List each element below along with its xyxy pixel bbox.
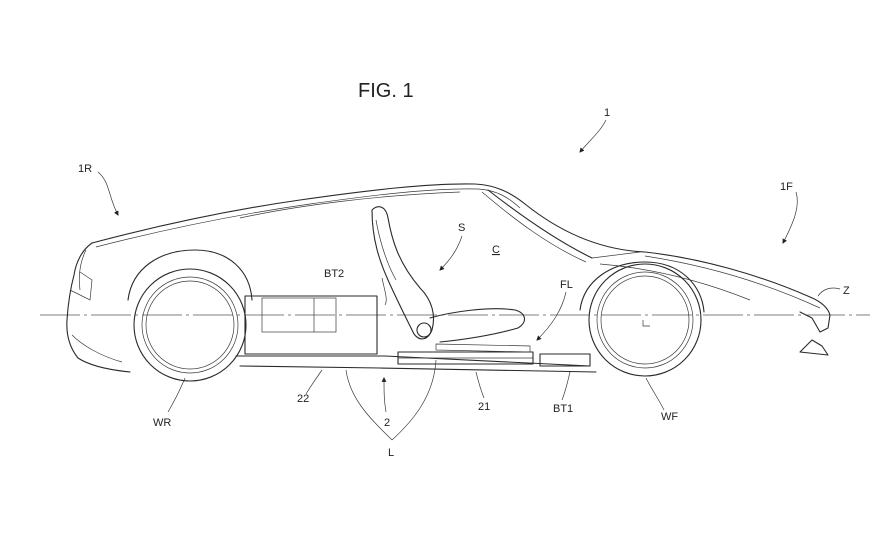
label-cabin: C bbox=[492, 244, 500, 256]
label-front-battery: BT1 bbox=[553, 403, 573, 415]
label-longitudinal: L bbox=[388, 447, 394, 459]
seat bbox=[371, 206, 531, 353]
label-axis: Z bbox=[843, 285, 850, 297]
label-seat: S bbox=[458, 222, 465, 234]
label-vehicle: 1 bbox=[604, 107, 610, 119]
rear-wheel bbox=[133, 268, 247, 382]
label-floor-assembly: 2 bbox=[384, 417, 390, 429]
car-body bbox=[66, 183, 831, 373]
label-rear-floor-part: 22 bbox=[297, 393, 309, 405]
label-rear-wheel: WR bbox=[153, 417, 171, 429]
front-wheel bbox=[588, 263, 702, 377]
label-front-floor-part: 21 bbox=[478, 401, 490, 413]
figure-title: FIG. 1 bbox=[358, 80, 414, 102]
label-floor: FL bbox=[560, 279, 573, 291]
front-battery-pack bbox=[397, 351, 591, 367]
label-front: 1F bbox=[780, 181, 793, 193]
label-rear: 1R bbox=[78, 163, 92, 175]
reference-labels: 1 1R 1F S C BT2 FL Z WR WF 22 2 21 BT1 L bbox=[78, 107, 850, 459]
label-front-wheel: WF bbox=[661, 411, 678, 423]
rear-battery-pack bbox=[244, 295, 378, 355]
leader-lines bbox=[97, 119, 841, 441]
label-rear-battery: BT2 bbox=[324, 268, 344, 280]
